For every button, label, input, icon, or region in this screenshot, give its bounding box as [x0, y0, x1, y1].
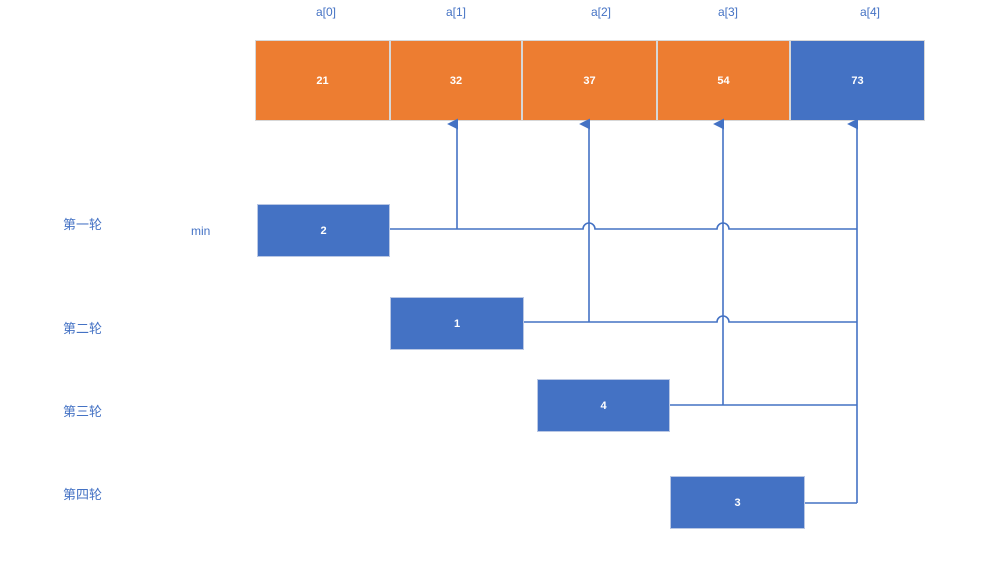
round-label-3: 第三轮	[63, 404, 103, 419]
round4-value-box: 3	[670, 476, 805, 529]
round1-line	[390, 222, 857, 230]
round-label-4: 第四轮	[63, 487, 103, 502]
index-label-0: a[0]	[315, 5, 336, 19]
array-cell-2: 37	[522, 40, 657, 121]
round2-line	[524, 315, 857, 323]
min-label: min	[191, 224, 211, 238]
array-cell-4: 73	[790, 40, 925, 121]
array-cell-0: 21	[255, 40, 390, 121]
round-label-2: 第二轮	[63, 321, 103, 336]
index-label-2: a[2]	[590, 5, 611, 19]
index-label-3: a[3]	[717, 5, 738, 19]
index-label-1: a[1]	[445, 5, 466, 19]
index-label-4: a[4]	[859, 5, 880, 19]
round2-value-box: 1	[390, 297, 524, 350]
round1-value-box: 2	[257, 204, 390, 257]
round-label-1: 第一轮	[63, 217, 103, 232]
round3-value-box: 4	[537, 379, 670, 432]
